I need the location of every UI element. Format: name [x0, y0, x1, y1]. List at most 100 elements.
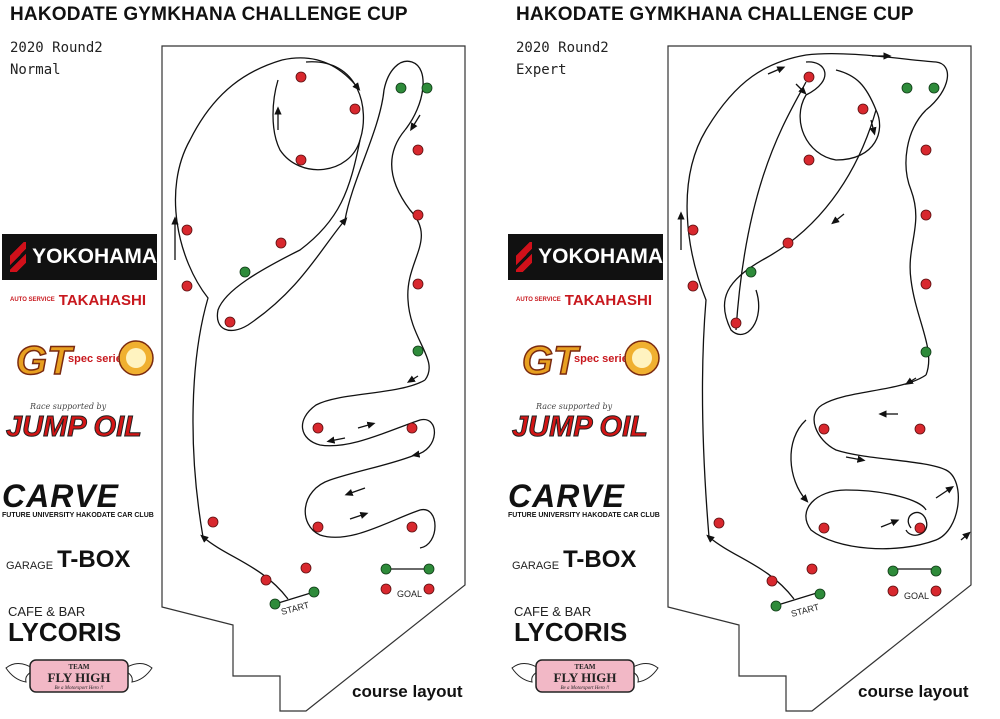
green-cone: [269, 598, 281, 610]
red-cone: [406, 422, 418, 434]
panel-normal: HAKODATE GYMKHANA CHALLENGE CUP 2020 Rou…: [2, 4, 466, 712]
route-line: [905, 109, 930, 376]
takahashi-text: TAKAHASHI: [564, 292, 653, 309]
red-cone: [275, 237, 287, 249]
red-cone: [295, 71, 307, 83]
red-cone: [766, 575, 778, 587]
red-cone: [181, 280, 193, 292]
route-line: [723, 109, 877, 336]
class-label: Normal: [10, 62, 61, 78]
carve-sub: FUTURE UNIVERSITY HAKODATE CAR CLUB: [2, 512, 154, 519]
route-line: [357, 421, 376, 429]
red-cone: [312, 422, 324, 434]
left-wing-icon: [5, 663, 38, 683]
route-line: [831, 213, 845, 225]
route-line: [904, 377, 917, 385]
green-cone: [920, 346, 932, 358]
course-map-normal: START GOAL: [161, 45, 466, 712]
fly-plate: [535, 659, 635, 693]
tbox-text: T-BOX: [563, 546, 637, 573]
fly-high-logo: TEAM FLY HIGH Be a Motorsport Hero !!: [511, 659, 659, 693]
green-cone: [423, 563, 435, 575]
route-line: [706, 534, 795, 600]
route-line: [410, 114, 421, 132]
lycoris-text: LYCORIS: [8, 617, 122, 647]
green-cone: [380, 563, 392, 575]
red-cone: [207, 516, 219, 528]
red-cone: [803, 154, 815, 166]
class-label: Expert: [516, 62, 567, 78]
red-cone: [412, 144, 424, 156]
route-line: [735, 81, 807, 331]
round-label: 2020 Round2: [516, 40, 609, 56]
red-cones: [687, 71, 942, 597]
red-cone: [914, 522, 926, 534]
red-cone: [920, 144, 932, 156]
fly-text: FLY HIGH: [554, 670, 617, 685]
route-line: [799, 61, 881, 161]
red-cone: [412, 278, 424, 290]
red-cone: [887, 585, 899, 597]
fly-text: FLY HIGH: [48, 670, 111, 685]
route-line: [272, 61, 365, 171]
route-line: [390, 129, 430, 381]
right-wing-icon: [120, 663, 153, 683]
yokohama-mark-icon: [516, 242, 533, 272]
route-line: [805, 374, 959, 550]
green-cone: [901, 82, 913, 94]
panel-title: HAKODATE GYMKHANA CHALLENGE CUP: [10, 4, 408, 25]
route-line: [905, 511, 928, 536]
red-cone: [295, 154, 307, 166]
route-line: [845, 455, 866, 463]
start-label: START: [790, 602, 821, 619]
course-layout-label: course layout: [352, 682, 463, 701]
takahashi-text: TAKAHASHI: [58, 292, 147, 309]
red-cone: [803, 71, 815, 83]
yokohama-logo: YOKOHAMA: [2, 234, 157, 280]
yokohama-mark-icon: [10, 242, 27, 272]
cafe-text: CAFE & BAR: [514, 604, 592, 619]
gt-sub: spec series: [68, 353, 128, 365]
route-line: [767, 66, 786, 75]
route-line: [200, 534, 289, 600]
green-cone: [239, 266, 251, 278]
jump-text: JUMP OIL: [512, 411, 649, 444]
gt-sub: spec series: [574, 353, 634, 365]
red-cone: [260, 574, 272, 586]
lycoris-text: LYCORIS: [514, 617, 628, 647]
route-line: [960, 531, 971, 541]
red-cone: [423, 583, 435, 595]
gt-spec-logo: GT spec series: [15, 338, 154, 382]
gt-text: GT: [522, 339, 581, 382]
green-cone: [928, 82, 940, 94]
carve-text: CARVE: [508, 478, 626, 514]
route-line: [349, 511, 369, 520]
left-wing-icon: [511, 663, 544, 683]
garage-text: GARAGE: [6, 560, 54, 572]
yokohama-logo: YOKOHAMA: [508, 234, 663, 280]
route-line: [326, 436, 346, 444]
start-line: [274, 591, 315, 605]
red-cone: [312, 521, 324, 533]
gt-badge-inner-icon: [126, 348, 146, 368]
red-cone: [782, 237, 794, 249]
carve-sub: FUTURE UNIVERSITY HAKODATE CAR CLUB: [508, 512, 660, 519]
red-cone: [930, 585, 942, 597]
garage-text: GARAGE: [512, 560, 560, 572]
gt-text: GT: [16, 339, 75, 382]
fly-sub: Be a Motorsport Hero !!: [55, 686, 104, 691]
red-cone: [687, 224, 699, 236]
takahashi-small: AUTO SERVICE: [10, 297, 55, 303]
takahashi-small: AUTO SERVICE: [516, 297, 561, 303]
cafe-text: CAFE & BAR: [8, 604, 86, 619]
red-cone: [406, 521, 418, 533]
green-cone: [814, 588, 826, 600]
jump-tag: Race supported by: [536, 402, 613, 411]
route-line: [344, 60, 424, 221]
